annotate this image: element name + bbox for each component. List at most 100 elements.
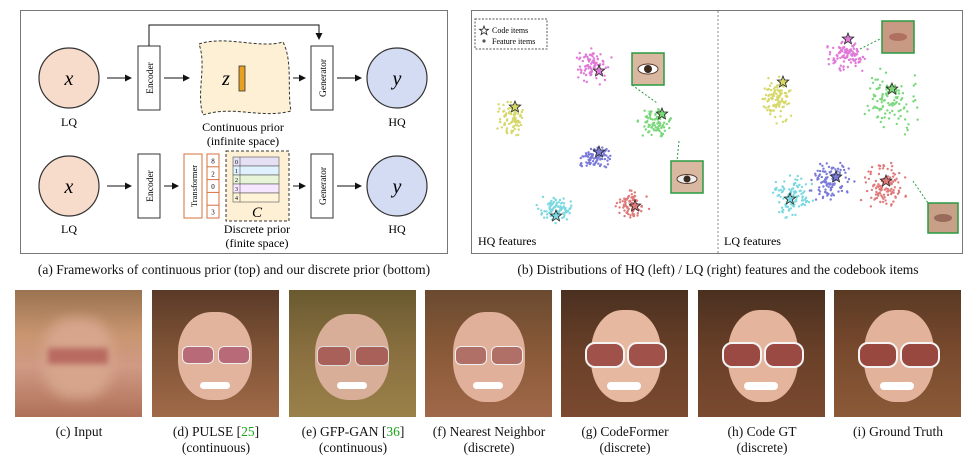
hq-label: HQ xyxy=(388,115,406,129)
feature-dot xyxy=(516,112,520,115)
feature-dot xyxy=(768,93,771,97)
feature-dot xyxy=(656,122,659,125)
feature-dot xyxy=(607,149,610,153)
feature-dot xyxy=(830,194,833,197)
feature-dot xyxy=(845,50,849,53)
feature-dot xyxy=(610,56,613,59)
feature-dot xyxy=(762,105,765,108)
feature-dot xyxy=(563,202,566,205)
feature-dot xyxy=(867,170,870,173)
feature-dot xyxy=(588,161,591,164)
code-item-star xyxy=(879,173,893,187)
feature-dot xyxy=(897,89,900,92)
feature-dot xyxy=(783,180,786,183)
feature-dot xyxy=(778,103,781,106)
feature-dot xyxy=(821,170,825,173)
codebook-index: 1 xyxy=(235,169,238,175)
feature-dot xyxy=(881,195,884,199)
feature-dot xyxy=(875,196,879,200)
feature-dot xyxy=(662,126,666,129)
feature-dot xyxy=(886,193,890,196)
token-cell: 8 xyxy=(211,158,215,166)
feature-dot xyxy=(771,191,775,194)
citation-link[interactable]: 36 xyxy=(386,424,400,439)
caption-text: ] xyxy=(399,424,405,439)
feature-dot xyxy=(869,170,873,174)
feature-dot xyxy=(608,157,611,161)
feature-dot xyxy=(584,53,588,56)
feature-dot xyxy=(890,192,893,196)
feature-dot xyxy=(897,117,900,120)
feature-dot xyxy=(891,109,894,113)
feature-dot xyxy=(602,63,605,66)
feature-dot xyxy=(874,193,878,196)
feature-dot xyxy=(824,188,827,191)
feature-dot xyxy=(550,199,553,203)
feature-dot xyxy=(652,121,656,125)
feature-dot xyxy=(890,203,893,206)
lq-input-circle-2 xyxy=(38,155,100,217)
feature-dot xyxy=(827,192,830,196)
feature-dot xyxy=(797,194,800,198)
feature-dot xyxy=(894,179,897,182)
feature-dot xyxy=(496,127,499,130)
feature-dot xyxy=(845,47,848,51)
feature-dot xyxy=(779,115,782,118)
feature-dot xyxy=(507,107,510,111)
feature-dot xyxy=(878,164,882,168)
feature-dot xyxy=(799,189,802,192)
feature-dot xyxy=(623,214,626,218)
feature-dot xyxy=(905,126,909,129)
feature-dot xyxy=(882,197,885,200)
feature-dot xyxy=(587,58,590,61)
feature-dot xyxy=(779,195,782,198)
feature-dot xyxy=(810,182,814,186)
feature-dot xyxy=(590,155,593,159)
feature-dot xyxy=(586,64,589,67)
feature-dot xyxy=(878,109,881,112)
legend-code-items: Code items xyxy=(492,26,528,35)
feature-dot xyxy=(891,165,894,168)
feature-dot xyxy=(884,92,888,96)
feature-dot xyxy=(870,196,873,199)
feature-dot xyxy=(878,83,882,87)
feature-dot xyxy=(789,207,793,210)
feature-dot xyxy=(892,172,895,175)
feature-dot xyxy=(881,92,884,96)
feature-dot xyxy=(794,178,797,181)
feature-dot xyxy=(777,75,781,79)
feature-dot xyxy=(603,157,607,161)
code-item-star xyxy=(628,198,642,212)
feature-dot xyxy=(781,97,784,101)
feature-dot xyxy=(859,198,863,202)
feature-dot xyxy=(846,55,849,58)
caption-line: (discrete) xyxy=(736,440,788,455)
feature-dot xyxy=(865,189,869,193)
feature-dot xyxy=(768,84,772,87)
feature-dot xyxy=(883,116,886,119)
feature-dot xyxy=(593,64,596,67)
feature-dot xyxy=(545,216,549,219)
feature-dot xyxy=(621,200,624,203)
codebook-index: 0 xyxy=(235,160,238,166)
feature-dot xyxy=(905,103,908,106)
caption-f: (f) Nearest Neighbor (discrete) xyxy=(419,424,559,456)
feature-dot xyxy=(789,89,792,92)
citation-link[interactable]: 25 xyxy=(241,424,255,439)
feature-dot xyxy=(794,213,797,217)
feature-dot xyxy=(554,199,558,202)
caption-line: (g) CodeFormer xyxy=(581,424,669,439)
feature-dot xyxy=(792,194,795,197)
feature-dot xyxy=(899,108,902,112)
feature-dot xyxy=(861,55,864,59)
code-item-star xyxy=(549,208,563,222)
feature-dot xyxy=(584,73,588,77)
lq-label: LQ xyxy=(61,115,77,129)
feature-dot xyxy=(653,124,656,127)
caption-line: (f) Nearest Neighbor xyxy=(432,424,546,439)
feature-dot xyxy=(899,186,902,190)
feature-dot xyxy=(878,192,882,195)
feature-dot xyxy=(871,81,875,85)
feature-dot xyxy=(832,57,835,60)
feature-dot xyxy=(866,48,869,51)
